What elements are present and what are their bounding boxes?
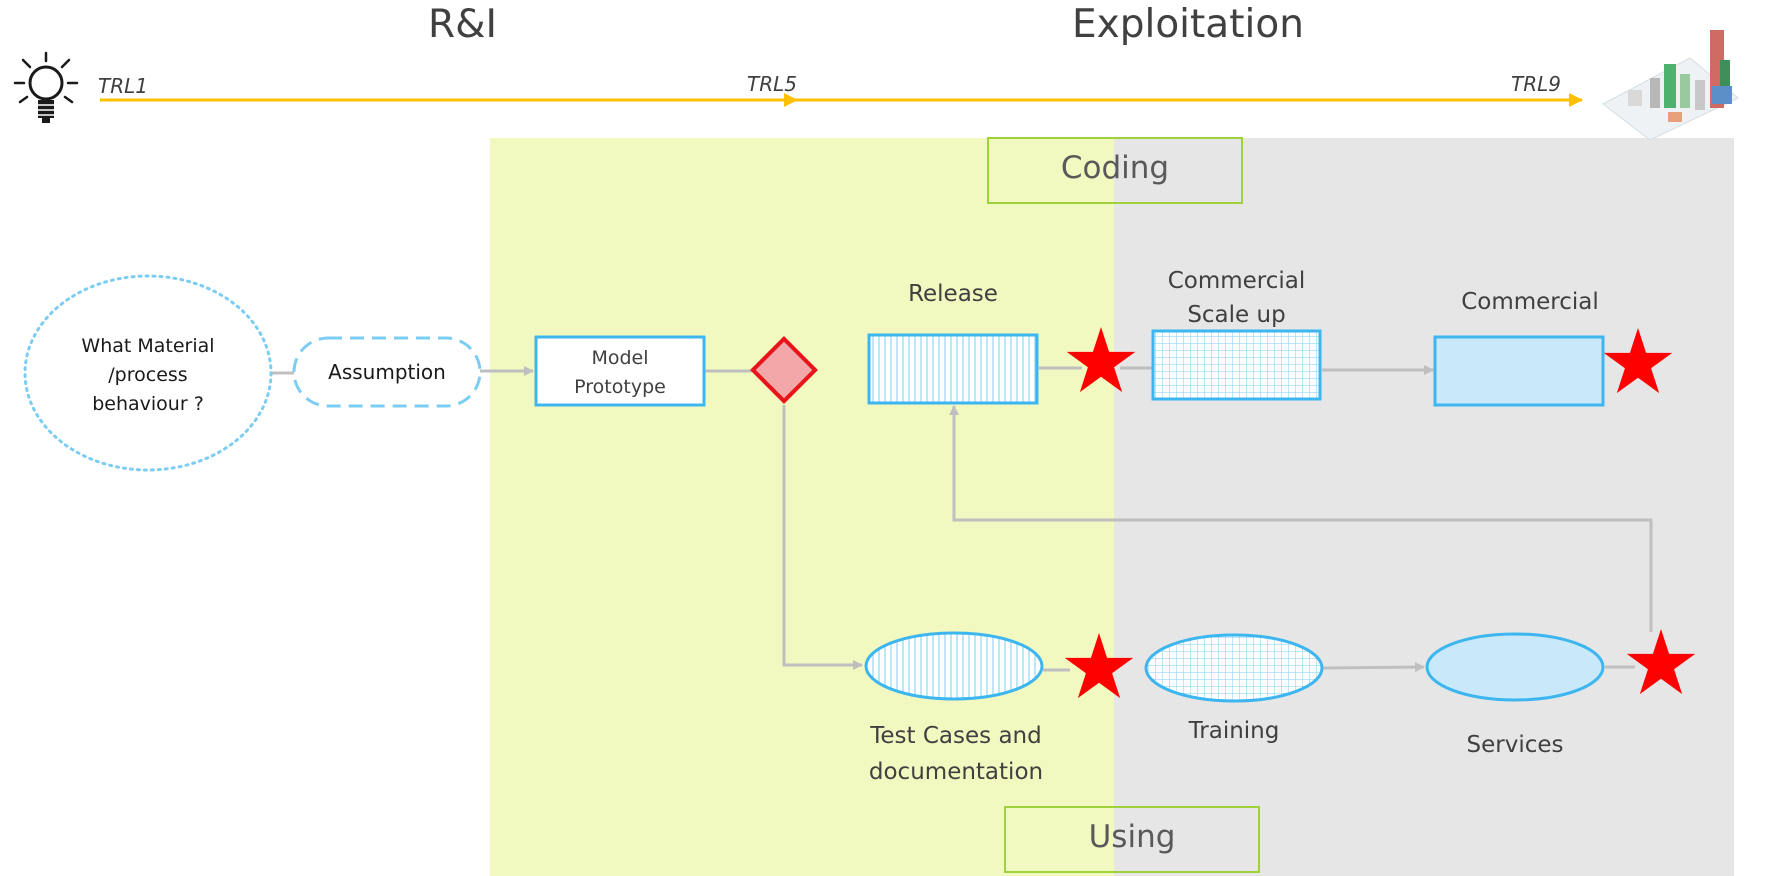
question-node	[23, 274, 273, 472]
city-model-icon	[1602, 30, 1739, 141]
testcases-label: Test Cases and documentation	[838, 718, 1074, 790]
prototype-label: Model Prototype	[536, 344, 704, 402]
connector-services-release	[949, 405, 1653, 632]
training-node	[1144, 633, 1324, 703]
star-icon	[1603, 328, 1673, 394]
star-icon	[1626, 629, 1696, 695]
question-label-line-2: /process	[108, 364, 188, 386]
lightbulb-icon	[13, 51, 79, 123]
connector-training-services	[1322, 662, 1425, 673]
using-section-label: Using	[1088, 819, 1176, 855]
services-node	[1425, 632, 1605, 702]
prototype-node	[534, 335, 706, 407]
scaleup-label-line-2: Scale up	[1187, 302, 1286, 328]
training-label: Training	[1188, 718, 1280, 744]
phase-rni-label: R&I	[428, 2, 498, 47]
star-icon	[1066, 327, 1136, 393]
question-label: What Material /process behaviour ?	[48, 332, 248, 419]
coding-section-box-right	[1114, 139, 1241, 202]
phase-exploitation-label: Exploitation	[1072, 2, 1304, 47]
commercial-node	[1433, 335, 1605, 407]
assumption-node	[292, 336, 482, 408]
prototype-label-line-1: Model	[591, 347, 649, 369]
scaleup-label-line-1: Commercial	[1167, 268, 1306, 294]
scaleup-node	[1151, 329, 1322, 401]
using-section-box-right	[1114, 808, 1258, 871]
connector-decision-testcases	[782, 405, 863, 670]
testcases-label-line-1: Test Cases and	[870, 723, 1042, 749]
testcases-node	[864, 631, 1044, 701]
exploitation-zone	[1114, 138, 1734, 876]
release-label: Release	[908, 281, 998, 307]
decision-node	[750, 336, 818, 404]
question-label-line-1: What Material	[81, 335, 215, 357]
assumption-label: Assumption	[328, 360, 446, 384]
trl5-label: TRL5	[747, 72, 797, 96]
question-label-line-3: behaviour ?	[92, 393, 204, 415]
commercial-label: Commercial	[1461, 289, 1599, 315]
prototype-label-line-2: Prototype	[574, 376, 666, 398]
testcases-label-line-2: documentation	[868, 759, 1044, 785]
rni-zone	[490, 138, 1114, 876]
trl9-label: TRL9	[1511, 72, 1561, 96]
services-label: Services	[1466, 732, 1564, 758]
trl1-label: TRL1	[98, 74, 148, 98]
coding-section-label: Coding	[1060, 150, 1170, 186]
scaleup-label: Commercial Scale up	[1130, 264, 1343, 332]
release-node	[867, 333, 1039, 405]
star-icon	[1064, 633, 1134, 699]
